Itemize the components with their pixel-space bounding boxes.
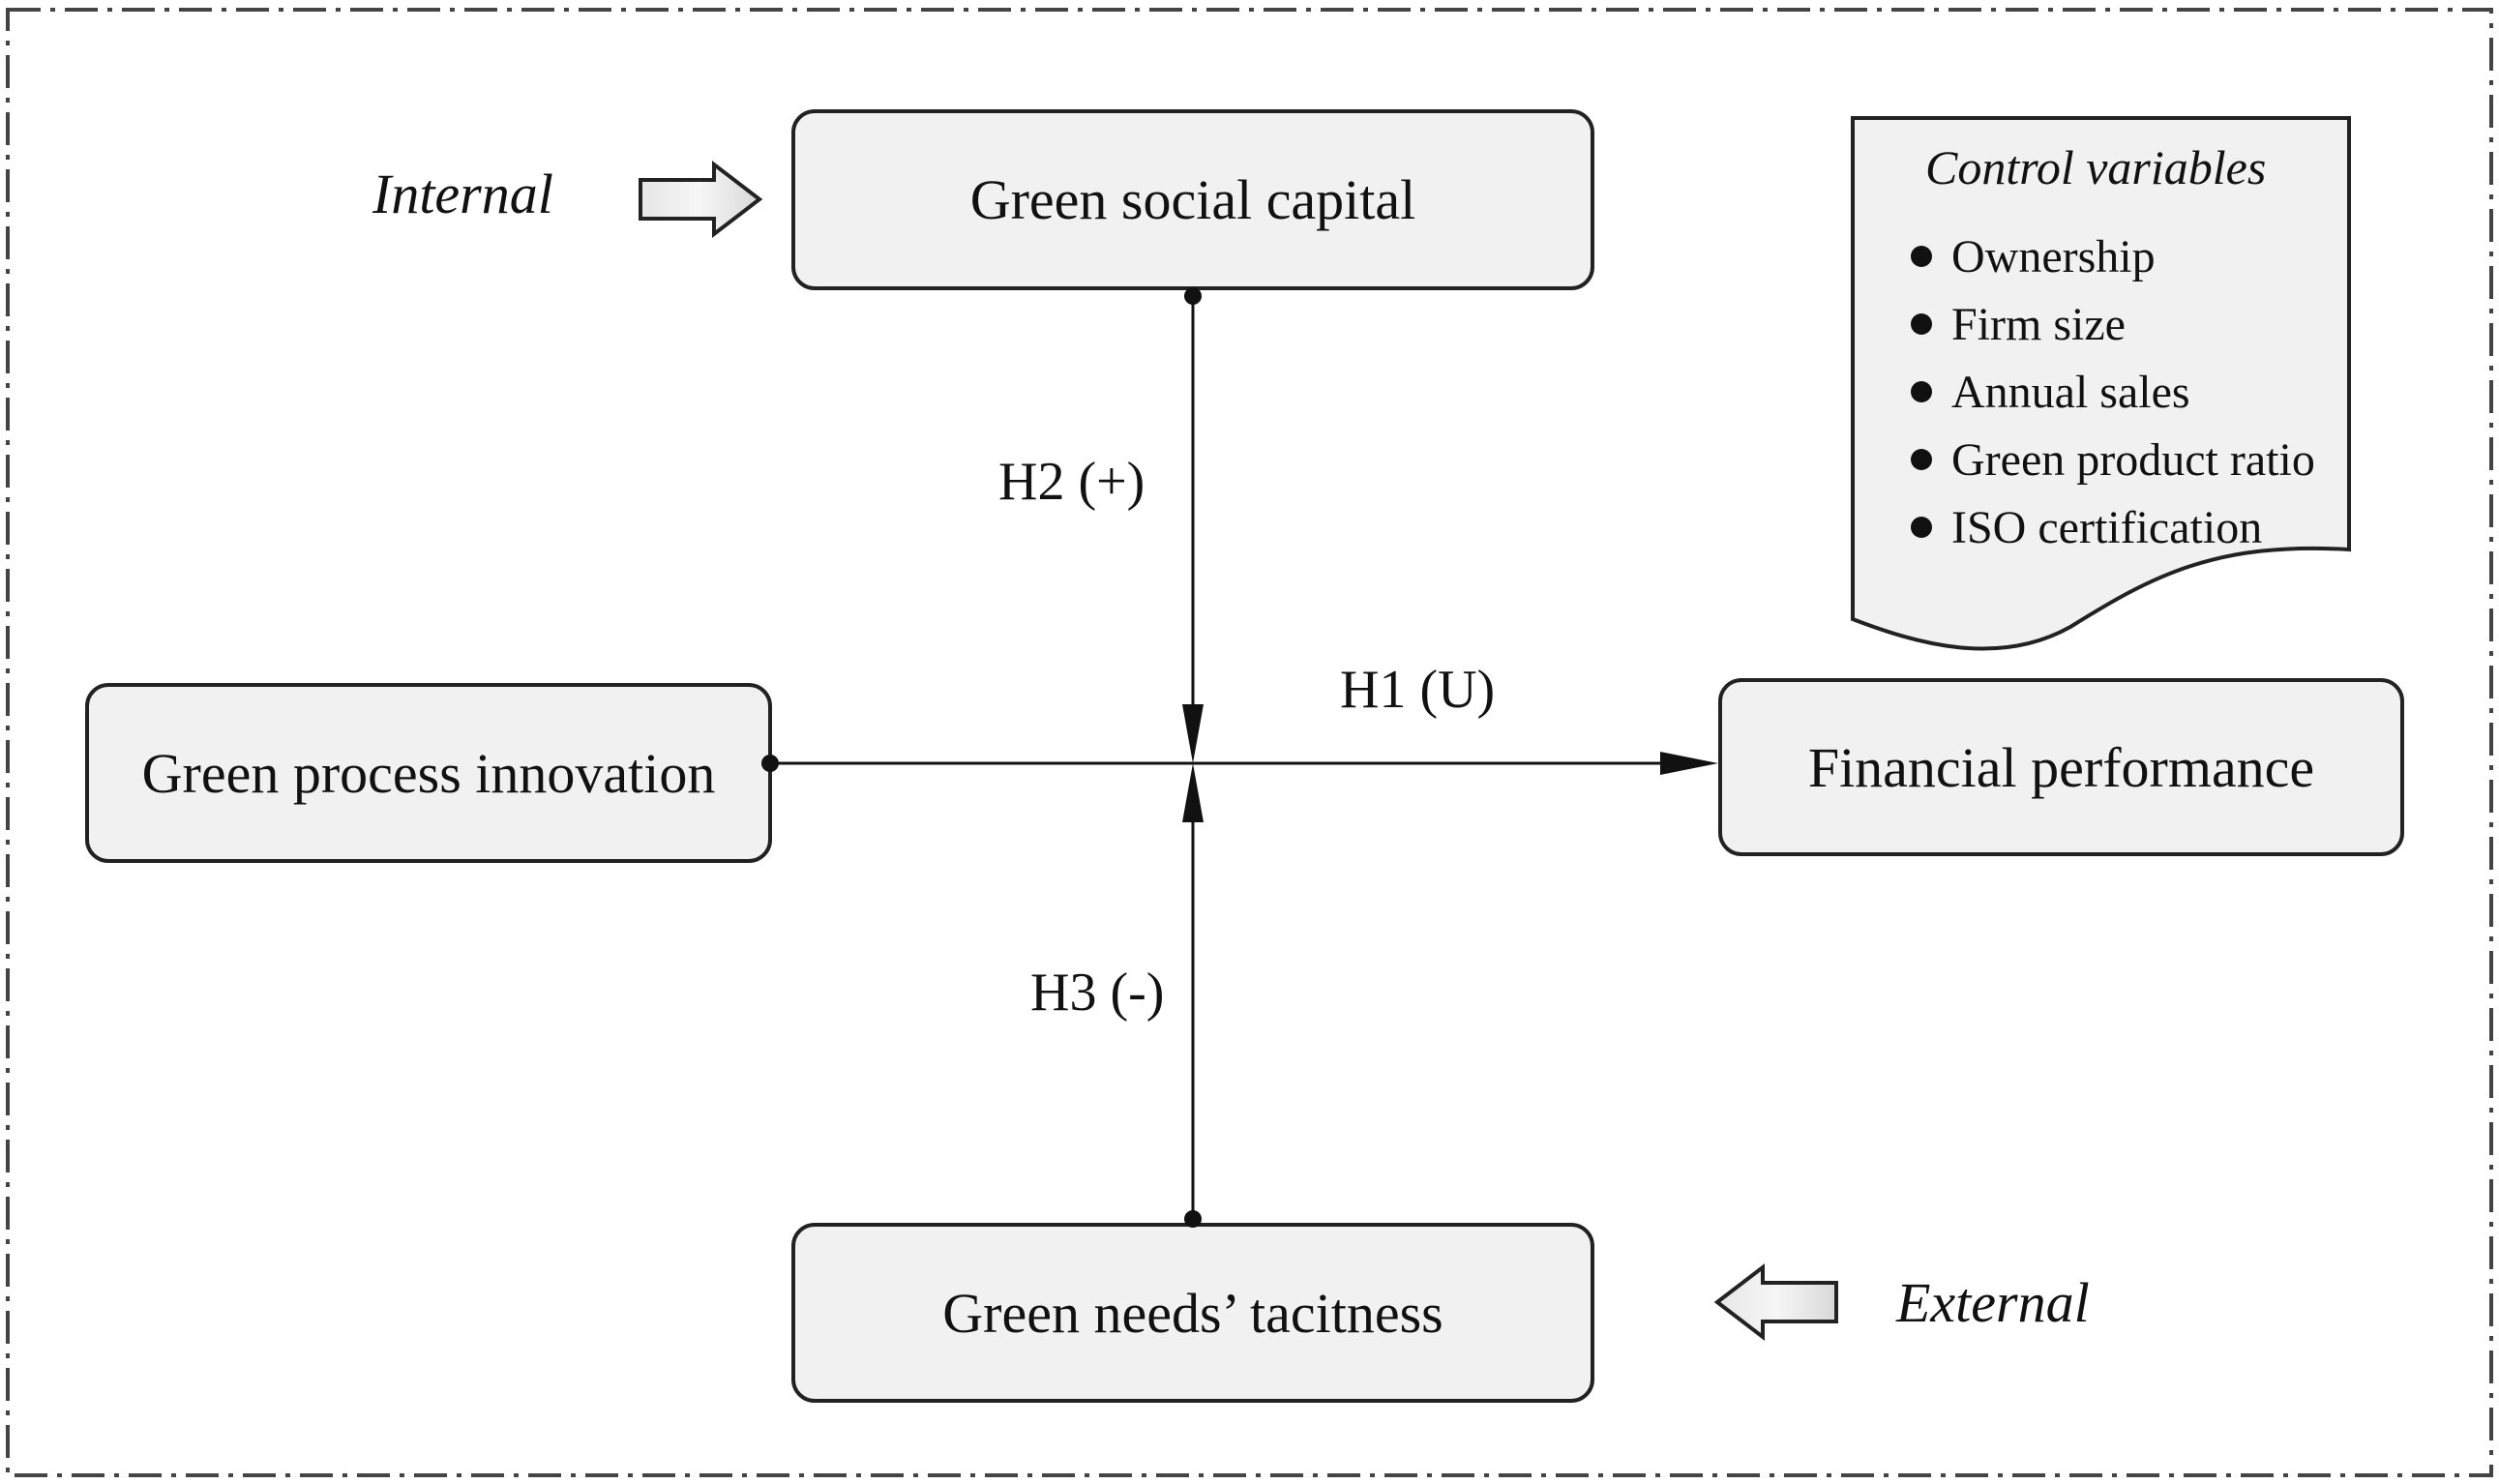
h2-origin-dot (1184, 287, 1202, 305)
control-variables-title: Control variables (1925, 140, 2267, 194)
control-variable-label: ISO certification (1951, 501, 2263, 553)
label-green-social-capital: Green social capital (969, 168, 1416, 231)
control-variable-label: Green product ratio (1951, 433, 2315, 486)
h3-label: H3 (-) (1030, 963, 1165, 1023)
control-variable-item: Ownership (1911, 223, 2351, 290)
h1-label: H1 (U) (1340, 660, 1496, 720)
internal-hollow-arrow (639, 160, 763, 239)
control-variable-label: Annual sales (1951, 366, 2190, 418)
h1-arrowhead (1660, 752, 1718, 775)
h2-label: H2 (+) (998, 452, 1145, 512)
control-variable-item: ISO certification (1911, 493, 2351, 561)
control-variable-label: Firm size (1951, 298, 2126, 350)
label-green-needs-tacitness: Green needs’ tacitness (942, 1281, 1443, 1345)
bullet-icon (1911, 517, 1932, 538)
label-green-process-innovation: Green process innovation (141, 741, 716, 805)
outer-frame (6, 8, 2493, 1477)
external-label: External (1896, 1271, 2090, 1334)
control-variable-item: Firm size (1911, 290, 2351, 358)
internal-label: Internal (372, 163, 553, 225)
h1-origin-dot (761, 755, 779, 772)
control-variables-list: Ownership Firm size Annual sales Green p… (1911, 223, 2351, 561)
bullet-icon (1911, 313, 1932, 335)
bullet-icon (1911, 246, 1932, 267)
h3-origin-dot (1184, 1210, 1202, 1228)
label-financial-performance: Financial performance (1807, 735, 2315, 799)
box-financial-performance (1718, 678, 2404, 856)
bullet-icon (1911, 381, 1932, 402)
control-variable-item: Green product ratio (1911, 426, 2351, 493)
control-variables-document (1851, 116, 2351, 651)
h2-arrowhead (1182, 704, 1204, 763)
external-hollow-arrow (1713, 1262, 1838, 1342)
box-green-process-innovation (85, 683, 772, 863)
h3-arrowhead (1182, 763, 1204, 822)
bullet-icon (1911, 449, 1932, 470)
control-variable-item: Annual sales (1911, 358, 2351, 426)
control-variable-label: Ownership (1951, 230, 2156, 282)
